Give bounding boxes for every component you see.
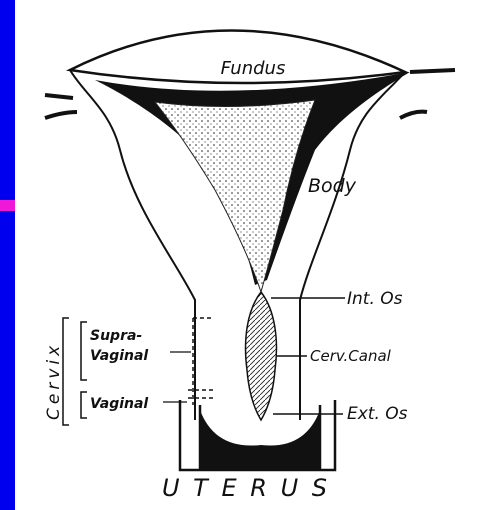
- ext-os-label: Ext. Os: [347, 404, 408, 424]
- right-tube-stub: [400, 70, 455, 118]
- title-label: U T E R U S: [162, 474, 330, 502]
- supra-label: Supra-: [90, 328, 142, 344]
- body-label: Body: [308, 175, 357, 197]
- supra-vaginal-bracket: [81, 322, 87, 380]
- cervix-dashed-bracket: [188, 318, 213, 405]
- int-os-label: Int. Os: [347, 289, 403, 309]
- cerv-canal-label: Cerv.Canal: [310, 347, 392, 365]
- left-tube-stub: [45, 95, 77, 118]
- supra-vaginal-label: Vaginal: [90, 348, 148, 364]
- vaginal-label: Vaginal: [90, 396, 148, 412]
- vaginal-bracket: [81, 392, 87, 418]
- cervical-canal: [246, 292, 277, 420]
- cervix-label: Cervix: [44, 342, 64, 420]
- uterus-diagram: Fundus Body Int. Os Cerv.Canal Ext. Os C…: [15, 0, 477, 510]
- fundus-label: Fundus: [221, 58, 286, 79]
